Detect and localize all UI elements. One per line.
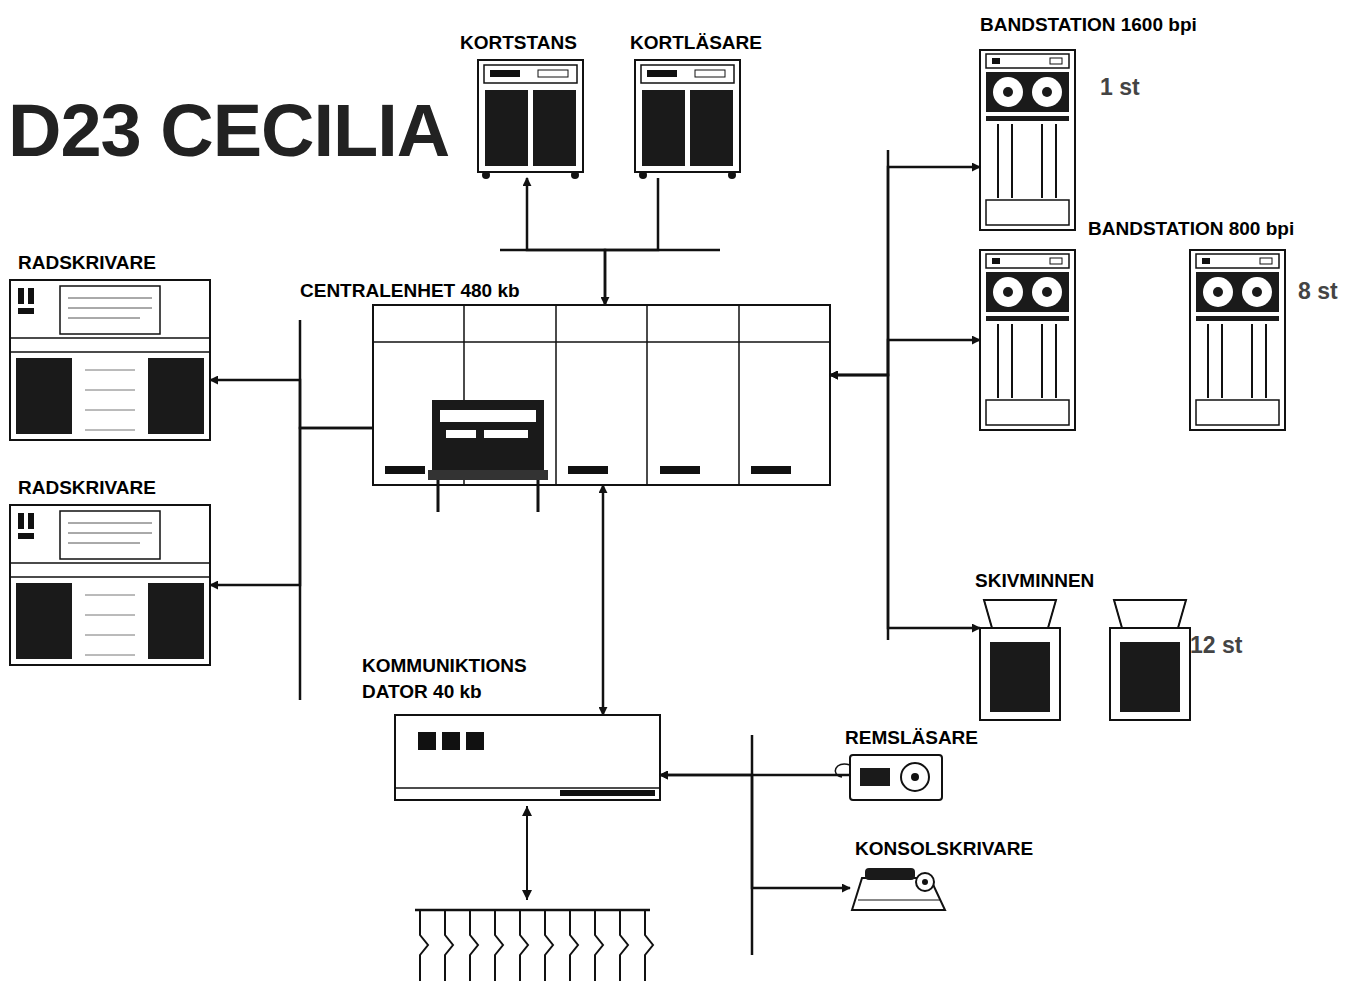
count-label: 1 st [1100, 72, 1140, 103]
line-printer: RADSKRIVARE [10, 280, 210, 440]
device-label: BANDSTATION 1600 bpi [980, 12, 1197, 38]
title: D23 CECILIA [8, 88, 449, 173]
console-printer: KONSOLSKRIVARE [850, 868, 945, 913]
device-label: BANDSTATION 800 bpi [1088, 216, 1294, 242]
terminal-line [520, 910, 528, 981]
communication-computer: KOMMUNIKTIONS DATOR 40 kb [395, 715, 660, 800]
bus-connector [602, 485, 605, 715]
device-label: KORTSTANS [460, 30, 577, 56]
terminal-line [570, 910, 578, 981]
terminal-line [595, 910, 603, 981]
device-label: KONSOLSKRIVARE [855, 836, 1033, 862]
bus-connector [830, 167, 980, 375]
device-label: CENTRALENHET 480 kb [300, 278, 520, 304]
tape-station: BANDSTATION 1600 bpi1 st [980, 50, 1075, 230]
bus-connector [830, 340, 980, 375]
bus-connector [830, 375, 980, 628]
terminal-line [445, 910, 453, 981]
central-unit: CENTRALENHET 480 kb [373, 305, 830, 485]
disk-memory: SKIVMINNEN12 st [980, 600, 1190, 720]
terminal-line [495, 910, 503, 981]
terminal-line [420, 910, 428, 981]
device-label: RADSKRIVARE [18, 475, 156, 501]
tape-reader: REMSLÄSARE [850, 755, 942, 800]
tape-station: BANDSTATION 800 bpi8 st [980, 250, 1285, 430]
device-label: KOMMUNIKTIONS DATOR 40 kb [362, 653, 552, 704]
device-label: KORTLÄSARE [630, 30, 762, 56]
terminal-line [470, 910, 478, 981]
count-label: 12 st [1190, 630, 1242, 661]
bus-connector [210, 428, 373, 585]
terminal-line [545, 910, 553, 981]
bus-connector [660, 775, 850, 888]
bus-connector [605, 178, 658, 305]
count-label: 8 st [1298, 276, 1338, 307]
card-reader: KORTLÄSARE [635, 60, 740, 178]
terminal-line [645, 910, 653, 981]
line-printer: RADSKRIVARE [10, 505, 210, 665]
device-label: RADSKRIVARE [18, 250, 156, 276]
bus-connector [527, 178, 605, 305]
device-label: REMSLÄSARE [845, 725, 978, 751]
card-punch: KORTSTANS [478, 60, 583, 178]
device-label: SKIVMINNEN [975, 568, 1094, 594]
bus-connector [210, 380, 373, 428]
terminal-line [620, 910, 628, 981]
